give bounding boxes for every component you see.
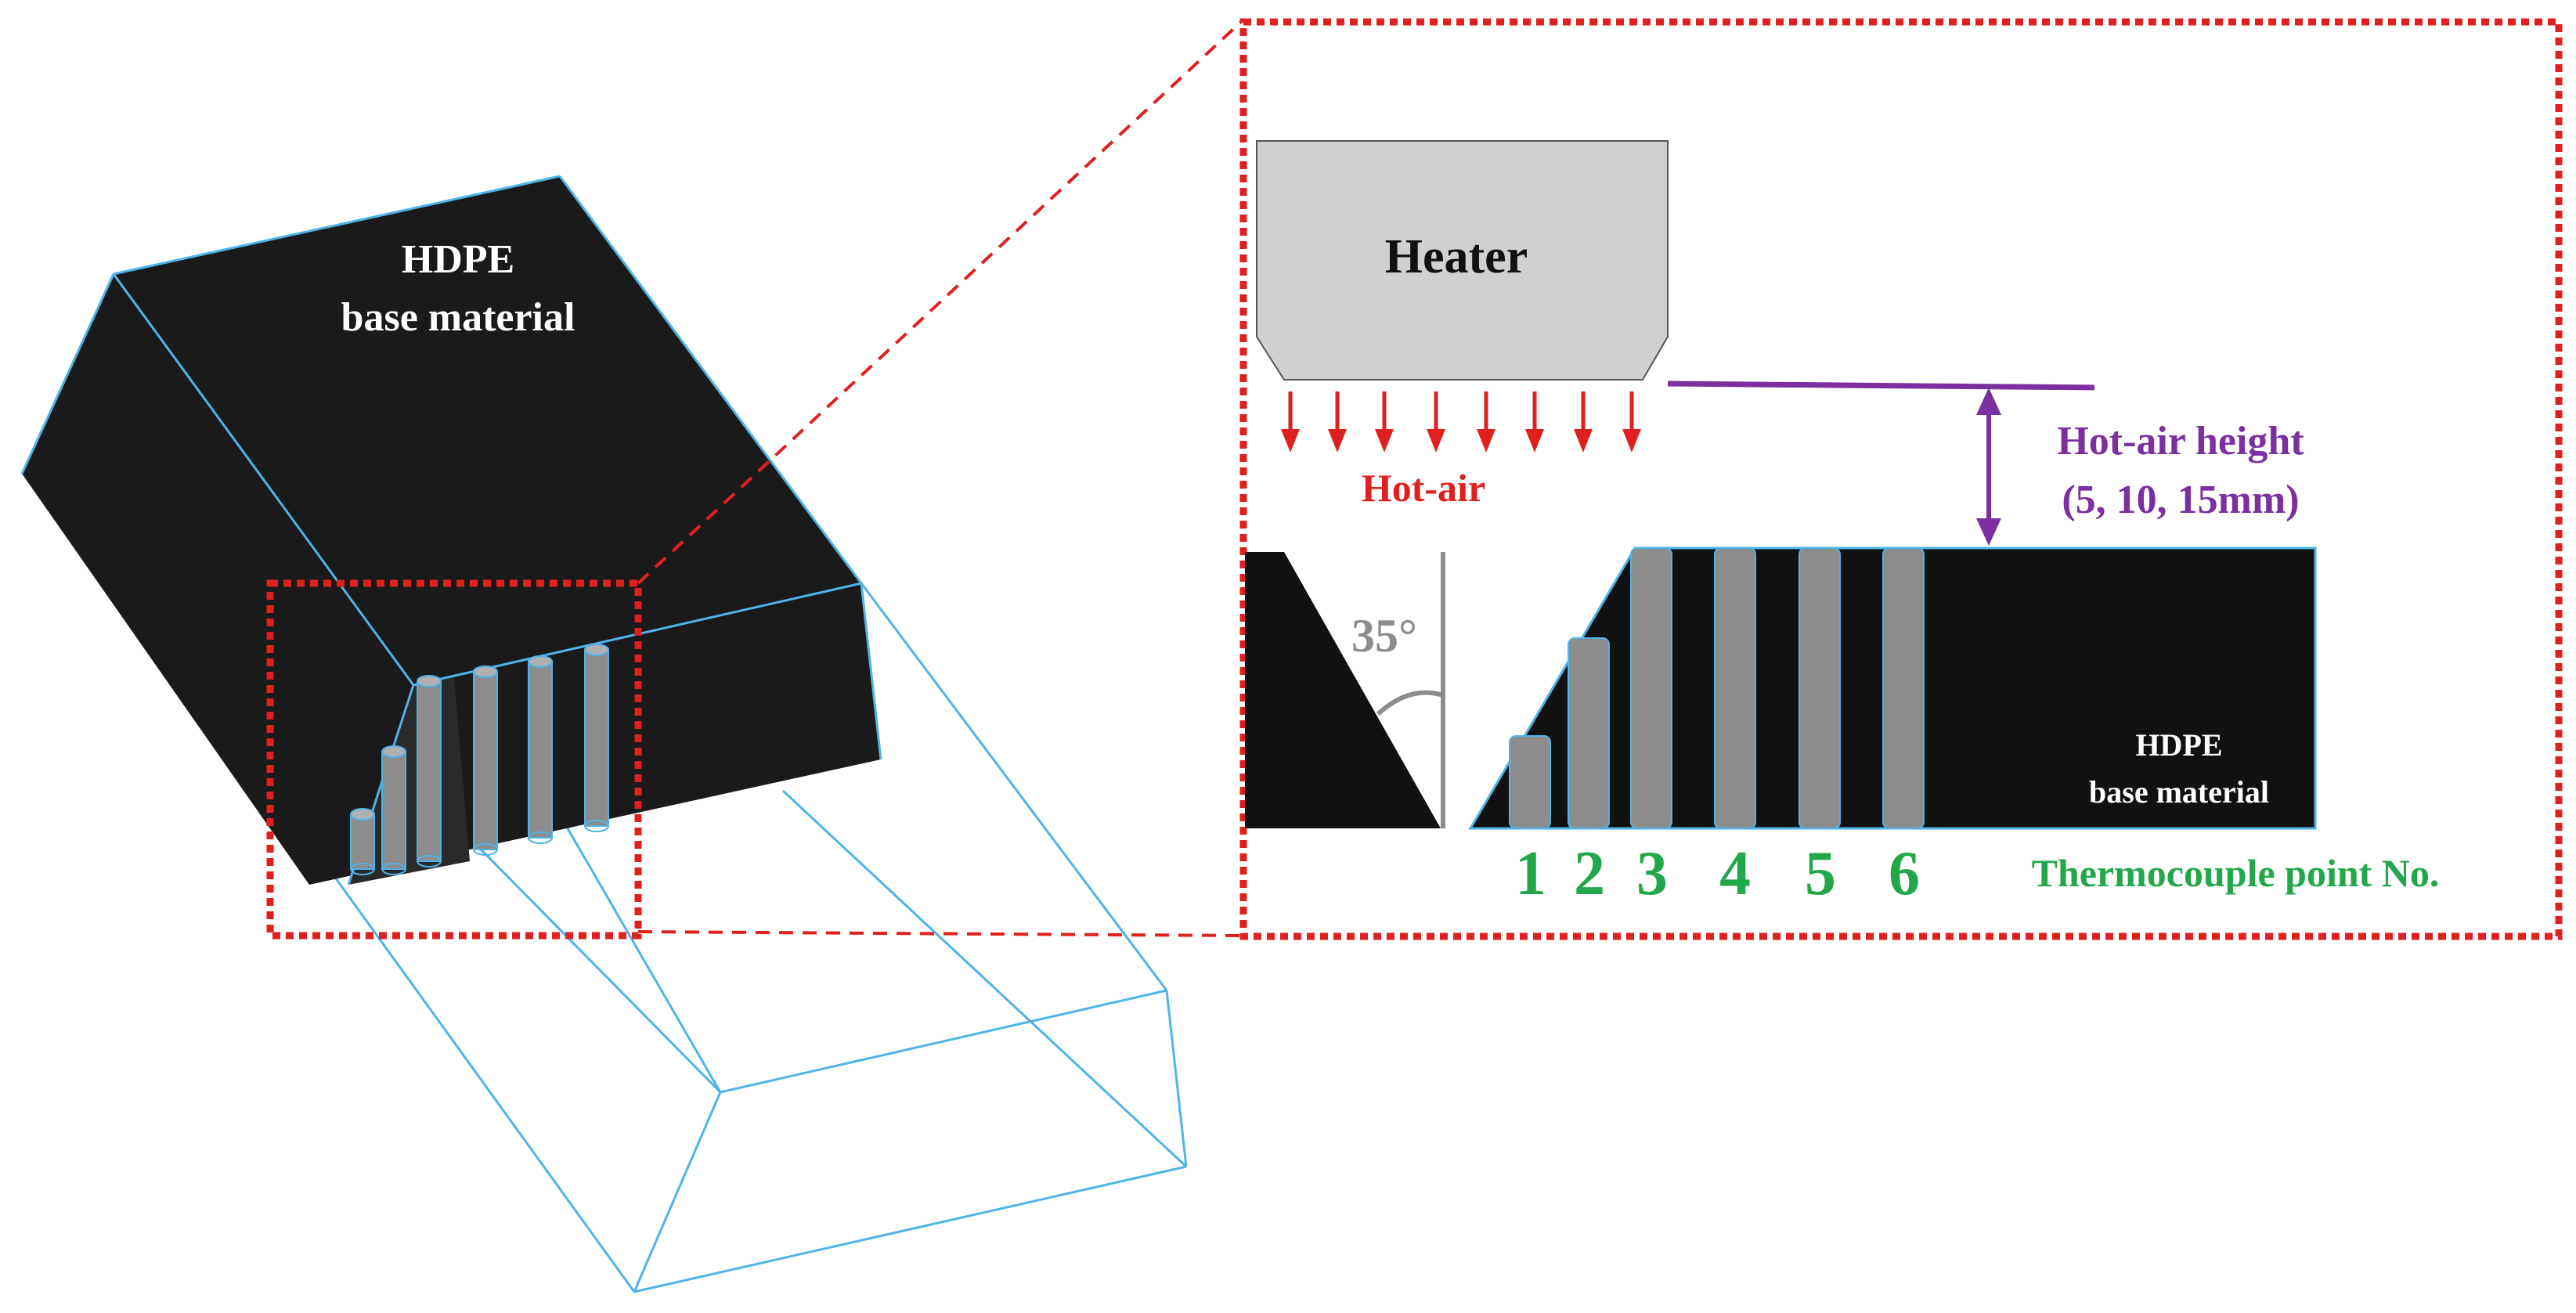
section-thermocouple-rods — [1509, 547, 1925, 829]
thermocouple-caption: Thermocouple point No. — [2032, 851, 2440, 895]
isometric-block: HDPE base material — [20, 175, 1188, 1293]
material-label-line2: base material — [2089, 774, 2269, 810]
section-rod — [1630, 547, 1672, 829]
hot-air-arrow — [1574, 391, 1593, 453]
section-rod — [1799, 547, 1841, 829]
hot-air-label: Hot-air — [1362, 466, 1485, 510]
block-thermocouple-rods — [350, 644, 609, 875]
hot-air-arrow — [1525, 391, 1544, 453]
zoom-region-box — [266, 579, 642, 940]
hot-air-height-label-line1: Hot-air height — [2057, 419, 2304, 464]
wedge-shape — [1245, 552, 1441, 828]
hot-air-arrow — [1375, 391, 1394, 453]
block-rod — [584, 644, 609, 832]
hot-air-arrow — [1622, 391, 1641, 453]
material-label-line1: HDPE — [2135, 727, 2222, 763]
heater-body — [1256, 140, 1669, 381]
thermocouple-number: 1 — [1515, 839, 1546, 908]
block-edges — [20, 175, 882, 886]
block-rod — [528, 655, 553, 844]
zoom-connector-lines — [637, 20, 1243, 937]
hot-air-arrow — [1477, 391, 1495, 453]
block-label-line1: HDPE — [402, 237, 514, 282]
block-label-line2: base material — [341, 295, 575, 340]
block-rod — [381, 745, 406, 875]
heater: Heater — [1256, 140, 1669, 381]
block-rod — [417, 675, 442, 868]
chamfer-angle-wedge — [1245, 552, 1445, 828]
hot-air-arrow — [1328, 391, 1347, 453]
thermocouple-number: 5 — [1805, 839, 1836, 908]
block-rod — [473, 666, 498, 856]
heater-label: Heater — [1385, 230, 1528, 283]
block-solid — [22, 176, 881, 885]
thermocouple-number: 6 — [1889, 839, 1920, 908]
thermocouple-number: 3 — [1636, 839, 1668, 908]
thermocouple-number: 4 — [1719, 839, 1751, 908]
section-rod — [1568, 637, 1610, 829]
section-rod — [1509, 735, 1551, 829]
angle-label: 35° — [1351, 610, 1417, 662]
thermocouple-number: 2 — [1574, 839, 1605, 908]
block-rod — [350, 808, 375, 875]
hot-air-height-label-line2: (5, 10, 15mm) — [2062, 478, 2299, 522]
hot-air-arrow — [1281, 391, 1300, 453]
hot-air-arrow — [1427, 391, 1445, 453]
hot-air-height-indicator — [1667, 381, 2095, 546]
hot-air-arrows — [1281, 391, 1641, 453]
section-rod — [1714, 547, 1756, 829]
block-wireframe — [308, 583, 1188, 1293]
section-rod — [1882, 547, 1925, 829]
